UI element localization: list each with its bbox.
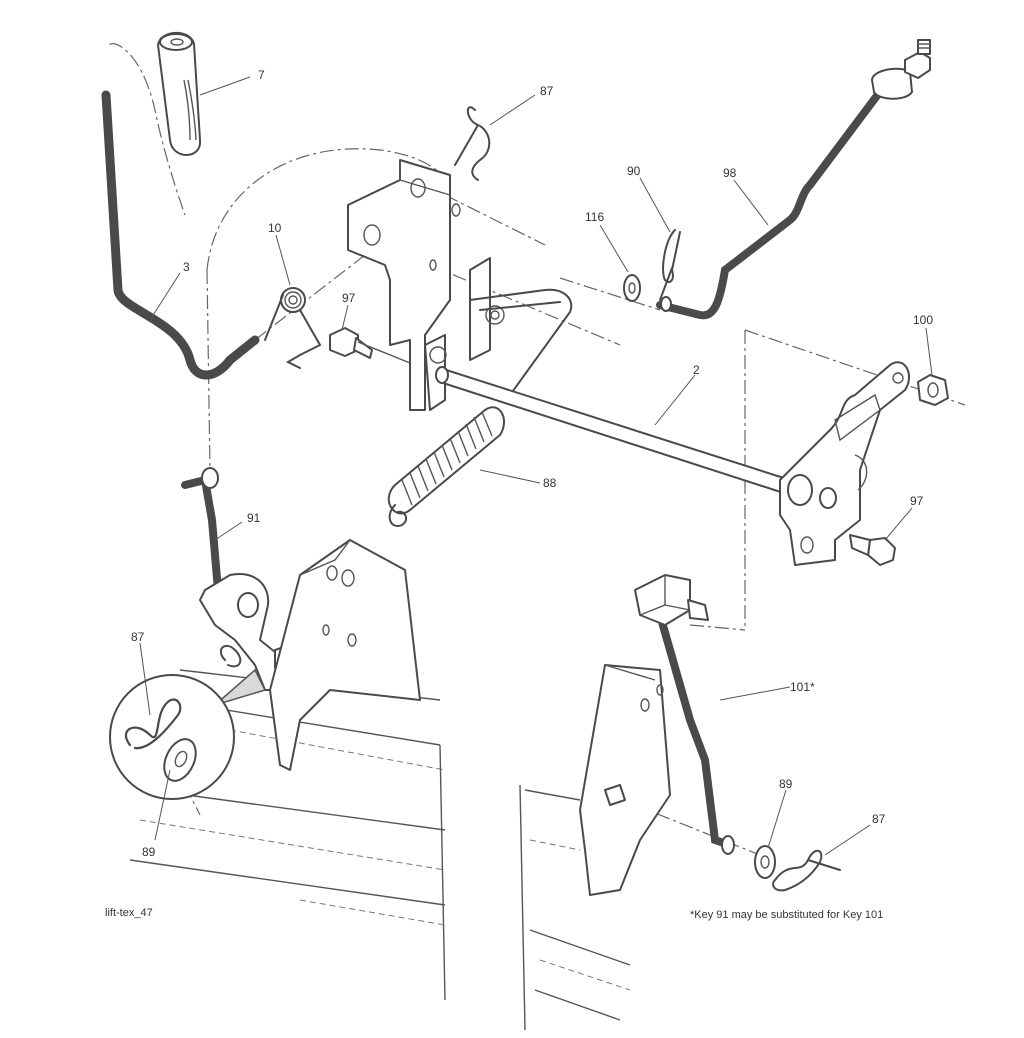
callout-97-right: 97: [910, 494, 924, 508]
bolt-part-left: [329, 327, 416, 366]
detail-inset: [109, 668, 267, 800]
hairpin-clip-part: [659, 229, 681, 301]
callout-87-right: 87: [872, 812, 886, 826]
callout-88: 88: [543, 476, 557, 490]
callout-7: 7: [258, 68, 265, 82]
callout-89-right: 89: [779, 777, 793, 791]
callout-2: 2: [693, 363, 700, 377]
callout-101: 101*: [790, 680, 815, 694]
right-lift-arm-part: [779, 361, 910, 566]
callout-labels: 7 87 10 3 97 90 98 116 100 2 88 91 97 87…: [131, 68, 933, 859]
lift-bracket-part: [347, 159, 505, 411]
callout-3: 3: [183, 260, 190, 274]
callout-87-inset: 87: [131, 630, 145, 644]
callout-116: 116: [585, 210, 604, 224]
torsion-spring-part: [264, 287, 322, 369]
callout-87-top: 87: [540, 84, 554, 98]
left-deck-bracket-part: [269, 539, 421, 771]
hairpin-clip-part-top: [454, 106, 491, 181]
bolt-part-right: [849, 534, 896, 566]
lift-link-101-part: [634, 574, 735, 855]
washer-part-116: [623, 274, 641, 302]
handle-grip-part: [157, 31, 202, 156]
washer-part-89-right: [754, 845, 776, 879]
leader-lines: [139, 76, 933, 856]
lift-link-part: [656, 39, 931, 320]
callout-100: 100: [913, 313, 933, 327]
callout-98: 98: [723, 166, 737, 180]
callout-10: 10: [268, 221, 282, 235]
drawing-id: lift-tex_47: [105, 907, 153, 919]
callout-91: 91: [247, 511, 261, 525]
substitution-note: *Key 91 may be substituted for Key 101: [690, 909, 883, 921]
hairpin-clip-part-right: [772, 849, 841, 892]
lift-lever-part: [101, 90, 260, 380]
callout-89-inset: 89: [142, 845, 156, 859]
right-deck-bracket-part: [579, 664, 671, 896]
callout-97-left: 97: [342, 291, 356, 305]
callout-90: 90: [627, 164, 641, 178]
nut-part-100: [917, 374, 949, 406]
spring-hook-wire: [469, 288, 573, 396]
extension-spring-part: [387, 406, 505, 527]
